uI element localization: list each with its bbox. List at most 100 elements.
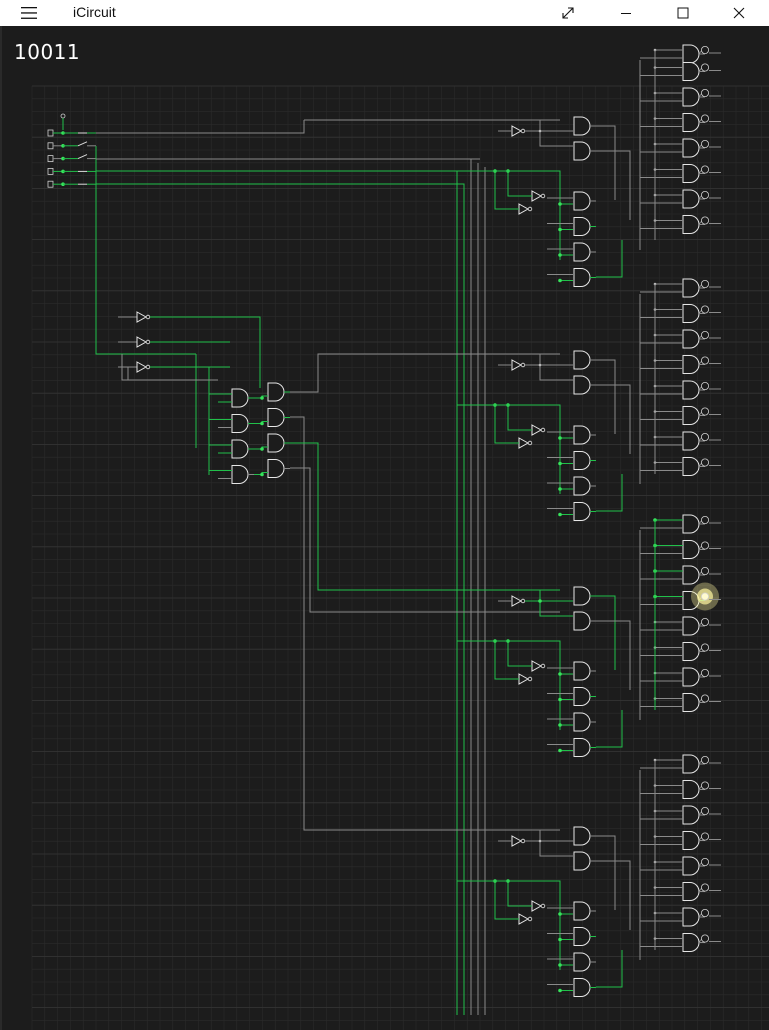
and-gate [231,439,254,459]
and-gate [573,712,596,732]
and-gate [682,431,705,451]
led [701,139,721,148]
and-gate [682,882,705,901]
input-switch-4 [47,167,54,175]
expand-icon [562,7,574,19]
wire [494,171,519,210]
junction-node [538,599,542,603]
input-switch-1 [47,129,54,137]
and-gate [682,933,705,952]
not-gate [136,336,151,348]
wire [96,183,465,1015]
and-gate [573,425,596,445]
wire [596,620,631,690]
junction-node [538,363,542,367]
led [701,330,721,339]
title-bar: iCircuit [0,0,769,26]
and-gate [267,382,290,402]
minimize-button[interactable] [598,0,654,26]
junction-node [558,487,562,491]
junction-node [558,436,562,440]
led [701,89,721,98]
and-gate [682,355,705,374]
and-gate [682,380,705,400]
close-button[interactable] [711,0,767,26]
wire [596,150,631,220]
circuit-diagram[interactable] [0,26,769,1030]
input-switch-5 [47,180,54,188]
led [701,407,721,416]
and-gate [682,693,705,712]
and-gate [267,408,290,427]
junction-node [558,912,562,916]
and-gate [267,433,290,453]
led [701,643,721,652]
menu-button[interactable] [12,2,46,24]
and-gate [682,189,705,209]
and-gate [573,268,596,287]
menu-icon [21,7,37,19]
not-gate [136,361,151,373]
not-gate [518,673,533,685]
and-gate [682,87,705,107]
not-gate [531,660,546,672]
junction-node [538,839,542,843]
and-gate [682,565,705,585]
wire [494,881,519,920]
wire [95,146,196,355]
not-gate [531,190,546,202]
and-gate [682,406,705,425]
junction-node [558,253,562,257]
wire [96,170,458,1015]
not-gate [518,913,533,925]
led [701,934,721,943]
input-switch-3 [47,155,54,163]
minimize-icon [621,13,631,14]
and-gate [682,138,705,158]
wire [290,467,560,613]
expand-button[interactable] [540,0,596,26]
and-gate [682,805,705,825]
led [701,190,721,199]
led [701,858,721,867]
led [701,781,721,790]
wire [290,442,560,591]
and-gate [573,116,596,136]
led [701,541,721,550]
and-gate [682,278,705,298]
and-gate [682,754,705,774]
wire [96,120,305,134]
junction-node [260,472,264,477]
led [701,279,721,288]
and-gate [682,667,705,687]
switch-lever [77,141,88,147]
and-gate [682,540,705,559]
maximize-button[interactable] [655,0,711,26]
wire [494,405,519,444]
led [701,165,721,174]
and-gate [682,514,705,534]
led [701,669,721,678]
and-gate [573,350,596,370]
junction-node [558,723,562,727]
junction-node [558,227,562,232]
and-gate [682,304,705,323]
not-gate [511,835,526,847]
wire [507,171,532,197]
and-gate [573,375,596,395]
and-gate [231,414,254,433]
wire [507,405,532,431]
canvas-grid [31,85,769,1030]
and-gate [573,826,596,846]
and-gate [573,851,596,871]
and-gate [573,952,596,972]
canvas-left-edge [0,26,2,1030]
wire [230,316,261,388]
wire [507,881,532,907]
and-gate [573,927,596,946]
and-gate [682,831,705,850]
wire [596,950,623,988]
wire [596,125,616,200]
and-gate [573,141,596,161]
junction-node [260,396,264,400]
